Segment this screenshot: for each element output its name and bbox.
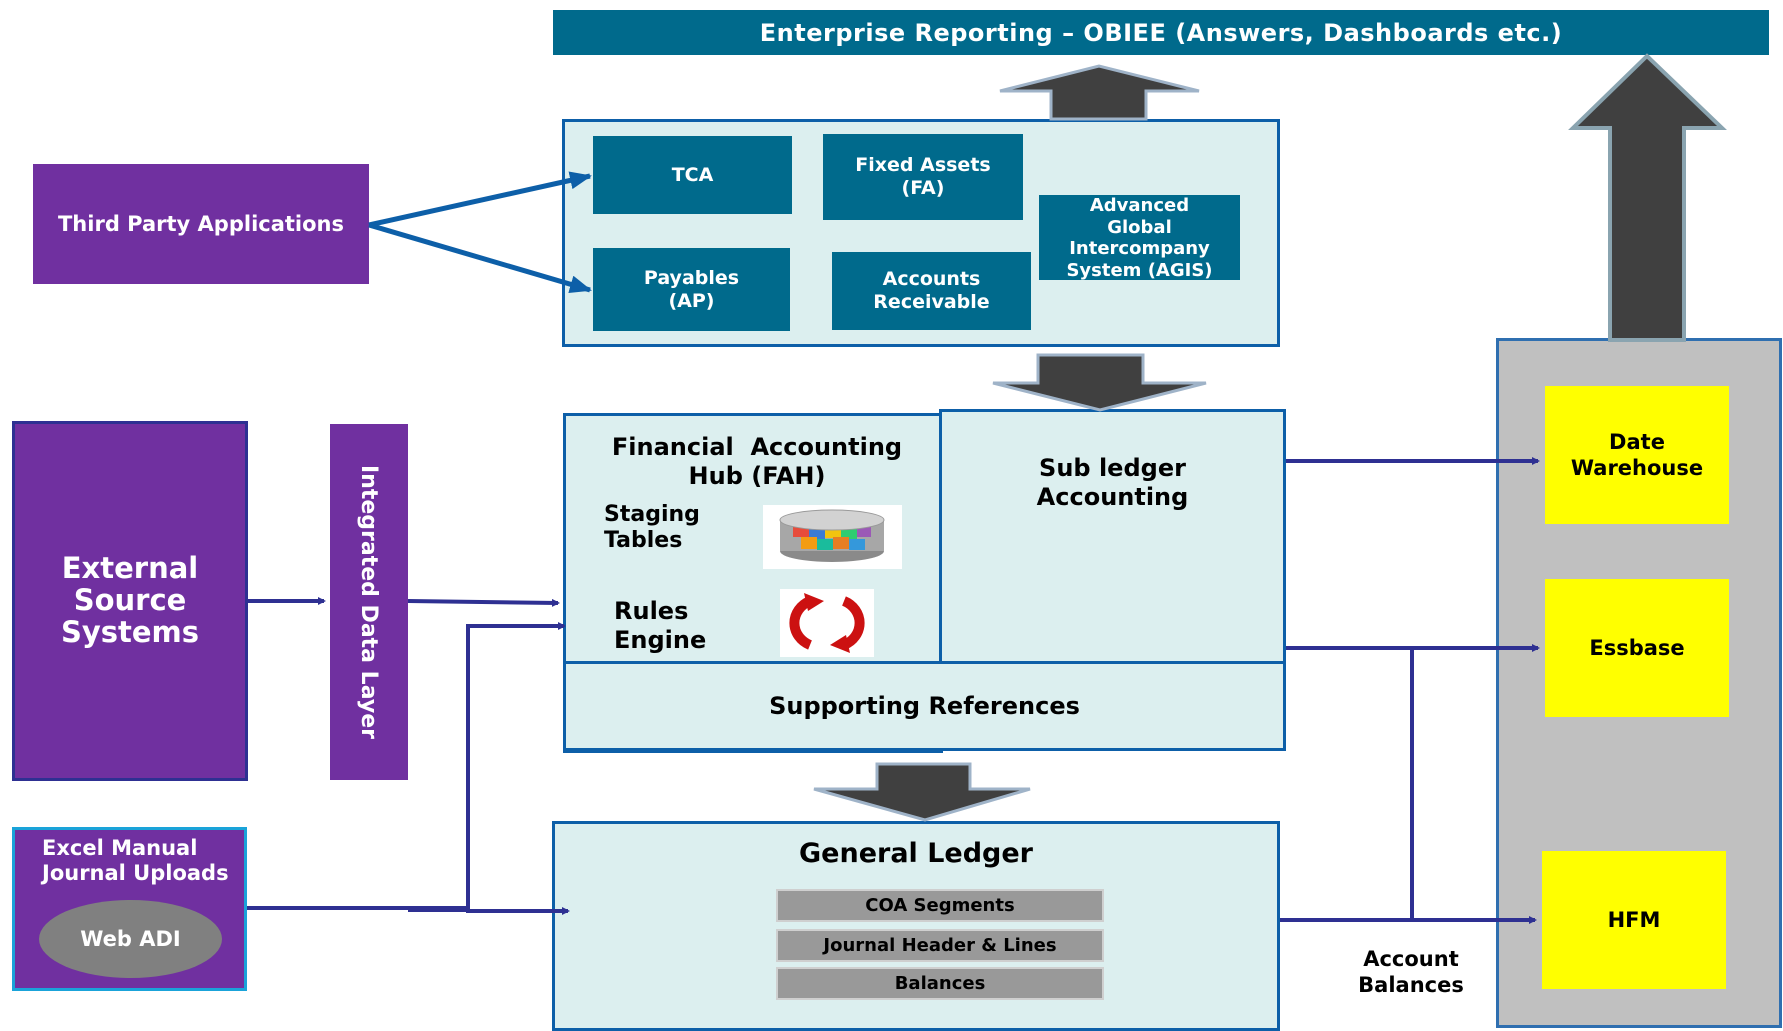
web-adi-ellipse: Web ADI bbox=[39, 900, 222, 978]
idl-to-fah bbox=[407, 598, 560, 607]
targets-up-arrow bbox=[1568, 53, 1727, 342]
gl-row-balances: Balances bbox=[776, 967, 1104, 1000]
gl-down-arrow bbox=[813, 762, 1031, 822]
rules-cycle-icon bbox=[780, 589, 874, 657]
general-ledger-title: General Ledger bbox=[799, 837, 1033, 869]
third-party-to-tca bbox=[368, 171, 592, 228]
receivables-label: Accounts Receivable bbox=[873, 268, 990, 313]
excel-uploads-box: Excel Manual Journal Uploads Web ADI bbox=[12, 827, 247, 991]
essbase-label: Essbase bbox=[1589, 636, 1685, 660]
payables-box: Payables (AP) bbox=[593, 248, 790, 331]
reporting-up-arrow bbox=[999, 64, 1200, 121]
rules-engine-label: Rules Engine bbox=[614, 597, 707, 654]
subledger-down-arrow bbox=[992, 353, 1207, 412]
date-warehouse-label: Date Warehouse bbox=[1570, 429, 1704, 480]
payables-label: Payables (AP) bbox=[643, 266, 740, 312]
hfm-label: HFM bbox=[1607, 908, 1661, 932]
tca-label: TCA bbox=[671, 164, 714, 186]
third-party-to-ap bbox=[368, 222, 592, 293]
supporting-references-panel: Supporting References bbox=[563, 661, 1286, 751]
reporting-banner: Enterprise Reporting – OBIEE (Answers, D… bbox=[553, 10, 1769, 55]
tca-box: TCA bbox=[593, 136, 792, 214]
supporting-references-label: Supporting References bbox=[769, 692, 1080, 720]
staging-tables-label: Staging Tables bbox=[604, 502, 700, 554]
receivables-box: Accounts Receivable bbox=[832, 252, 1031, 330]
fah-title: Financial Accounting Hub (FAH) bbox=[611, 433, 903, 490]
fixed-assets-box: Fixed Assets (FA) bbox=[823, 134, 1023, 220]
integrated-data-layer: Integrated Data Layer bbox=[330, 424, 408, 780]
account-balances-label: Account Balances bbox=[1358, 947, 1464, 997]
excel-to-gl bbox=[247, 906, 570, 915]
agis-box: Advanced Global Intercompany System (AGI… bbox=[1039, 195, 1240, 280]
third-party-box: Third Party Applications bbox=[33, 164, 369, 284]
agis-label: Advanced Global Intercompany System (AGI… bbox=[1066, 195, 1213, 280]
fixed-assets-label: Fixed Assets (FA) bbox=[855, 154, 991, 199]
database-icon bbox=[763, 505, 902, 569]
excel-uploads-label: Excel Manual Journal Uploads bbox=[42, 836, 229, 886]
hfm-box: HFM bbox=[1542, 851, 1726, 989]
date-warehouse-box: Date Warehouse bbox=[1545, 386, 1729, 524]
reporting-banner-label: Enterprise Reporting – OBIEE (Answers, D… bbox=[759, 18, 1563, 47]
web-adi-label: Web ADI bbox=[80, 927, 181, 951]
sla-label: Sub ledger Accounting bbox=[1036, 454, 1189, 511]
sla-panel bbox=[939, 409, 1286, 664]
essbase-box: Essbase bbox=[1545, 579, 1729, 717]
excel-to-fah bbox=[408, 622, 566, 912]
gl-row-coa: COA Segments bbox=[776, 889, 1104, 922]
external-sources-box: External Source Systems bbox=[12, 421, 248, 781]
gl-row-journal: Journal Header & Lines bbox=[776, 929, 1104, 962]
third-party-label: Third Party Applications bbox=[57, 212, 344, 236]
external-sources-label: External Source Systems bbox=[60, 551, 200, 649]
